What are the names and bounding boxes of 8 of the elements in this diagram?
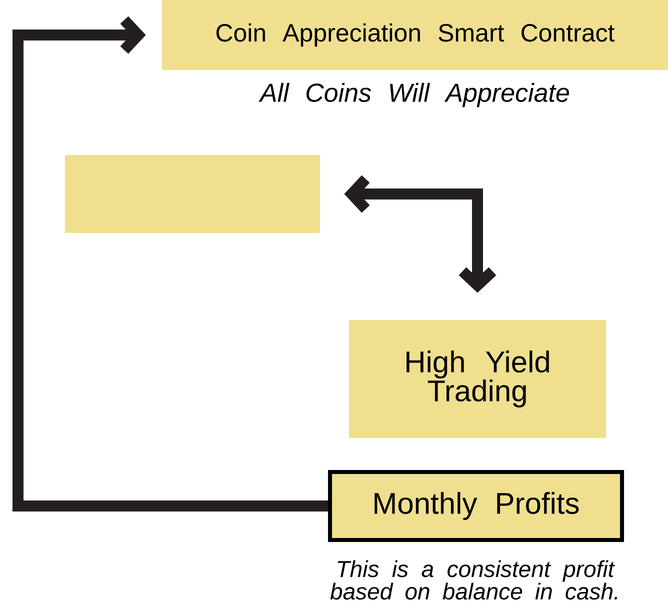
- node-label: This is a consistent profit based on balance in cash.: [330, 560, 618, 600]
- process-box: Coin Appreciation Smart Contract: [162, 0, 668, 70]
- arrow: [12, 16, 328, 512]
- process-box: High Yield Trading: [349, 320, 606, 438]
- process-box: Monthly Profits: [328, 470, 624, 542]
- arrow: [344, 175, 496, 293]
- empty-box: [65, 154, 320, 233]
- node-label: All Coins Will Appreciate: [258, 82, 569, 108]
